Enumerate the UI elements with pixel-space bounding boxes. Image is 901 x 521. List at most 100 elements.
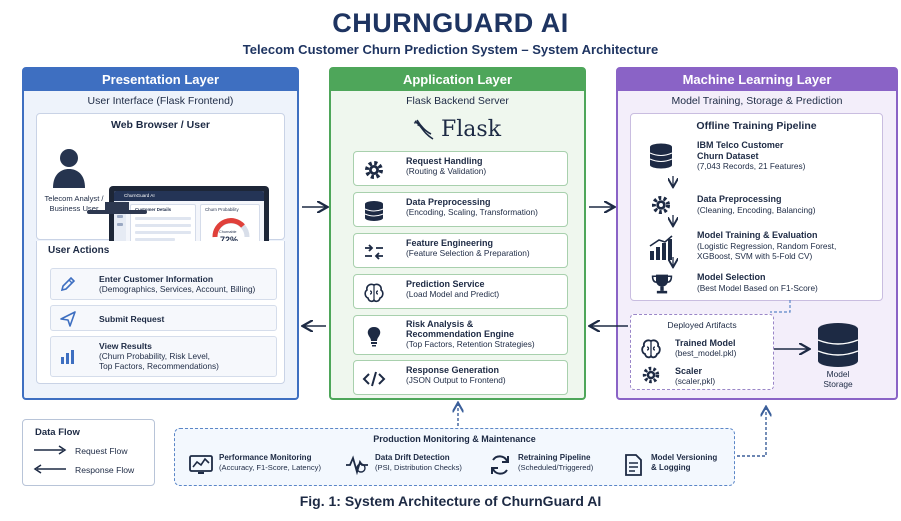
monitor-performance: Performance Monitoring(Accuracy, F1-Scor…	[189, 453, 349, 479]
step-title-2: Recommendation Engine	[406, 329, 515, 339]
action-title: Submit Request	[99, 314, 165, 324]
app-step-response-generation: Response Generation(JSON Output to Front…	[353, 360, 568, 395]
document-icon	[625, 454, 642, 476]
monitor-detail: & Logging	[651, 463, 691, 472]
gear-icon	[651, 195, 671, 215]
artifact-detail: (best_model.pkl)	[675, 348, 737, 358]
data-flow-legend: Data Flow Request Flow Response Flow	[22, 419, 155, 486]
lightbulb-icon	[367, 327, 381, 347]
flask-logo-text: Flask	[441, 117, 502, 142]
pipeline-detail-2: XGBoost, SVM with 5-Fold CV)	[697, 251, 813, 261]
action-detail: (Demographics, Services, Account, Billin…	[99, 284, 256, 294]
user-label: Telecom Analyst / Business User	[44, 194, 104, 213]
model-storage-icon	[817, 323, 859, 367]
database-icon	[364, 201, 384, 221]
churn-probability-title: Churn Probability	[205, 207, 239, 212]
step-title: Request Handling	[406, 156, 483, 166]
monitor-detail: (Accuracy, F1-Score, Latency)	[219, 463, 321, 472]
action-submit-request[interactable]: Submit Request	[50, 305, 277, 331]
model-storage-label: Model Storage	[823, 369, 853, 389]
code-icon	[362, 371, 386, 387]
app-step-request-handling: Request Handling(Routing & Validation)	[353, 151, 568, 186]
pipeline-model-selection: Model Selection(Best Model Based on F1-S…	[641, 272, 871, 300]
monitor-detail: (Scheduled/Triggered)	[518, 463, 594, 472]
step-title: Risk Analysis &	[406, 319, 474, 329]
pipeline-title-2: Churn Dataset	[697, 150, 759, 161]
action-enter-customer-info[interactable]: Enter Customer Information (Demographics…	[50, 268, 277, 300]
web-browser-title: Web Browser / User	[110, 119, 210, 131]
presentation-layer-subheading: User Interface (Flask Frontend)	[87, 95, 234, 107]
user-icon	[53, 149, 85, 188]
gauge-value: 72%	[220, 235, 239, 245]
gear-icon	[365, 161, 383, 179]
trophy-icon	[651, 274, 673, 294]
step-title: Prediction Service	[406, 279, 485, 289]
legend-request: Request Flow	[75, 446, 128, 456]
step-detail: (JSON Output to Frontend)	[406, 375, 506, 385]
monitor-base	[87, 210, 147, 214]
pipeline-training: Model Training & Evaluation(Logistic Reg…	[641, 230, 871, 264]
ml-layer-subheading: Model Training, Storage & Prediction	[671, 95, 843, 107]
gauge-icon	[212, 218, 250, 238]
action-detail-2: Top Factors, Recommendations)	[99, 361, 219, 371]
pipeline-title: Model Selection	[697, 272, 766, 282]
drift-icon	[346, 455, 368, 476]
application-layer: Application Layer Flask Backend Server F…	[329, 67, 586, 400]
app-step-feature-engineering: Feature Engineering(Feature Selection & …	[353, 233, 568, 268]
monitor-title: Model Versioning	[651, 453, 718, 462]
send-icon	[60, 311, 76, 327]
step-detail: (Top Factors, Retention Strategies)	[406, 339, 535, 349]
screen-app-name: ChurnGuard AI	[114, 191, 264, 201]
action-detail: (Churn Probability, Risk Level,	[99, 351, 210, 361]
action-view-results[interactable]: View Results (Churn Probability, Risk Le…	[50, 336, 277, 377]
monitor-stand	[105, 202, 129, 211]
artifact-trained-model: Trained Model(best_model.pkl)	[675, 338, 736, 358]
monitoring-to-ml-arrow	[737, 408, 766, 457]
step-detail: (Encoding, Scaling, Transformation)	[406, 207, 538, 217]
legend-response: Response Flow	[75, 465, 135, 475]
step-title: Feature Engineering	[406, 238, 494, 248]
step-detail: (Routing & Validation)	[406, 166, 487, 176]
bar-chart-icon	[61, 350, 74, 364]
growth-chart-icon	[649, 235, 673, 260]
application-layer-heading: Application Layer	[331, 69, 584, 91]
user-actions-heading: User Actions	[48, 245, 110, 256]
pencil-icon	[60, 276, 76, 292]
production-monitoring-panel: Production Monitoring & Maintenance Perf…	[174, 428, 735, 486]
request-arrow-icon	[34, 445, 67, 455]
pipeline-detail: (Logistic Regression, Random Forest,	[697, 240, 837, 251]
presentation-layer: Presentation Layer User Interface (Flask…	[22, 67, 299, 400]
training-pipeline-panel: Offline Training Pipeline IBM Telco Cust…	[630, 113, 883, 301]
flask-logo-icon	[413, 119, 434, 140]
deployed-artifacts-panel: Deployed Artifacts Trained Model(best_mo…	[630, 314, 774, 390]
action-title: Enter Customer Information	[99, 274, 214, 284]
monitor-data-drift: Data Drift Detection(PSI, Distribution C…	[345, 453, 485, 479]
step-detail: (Feature Selection & Preparation)	[406, 248, 530, 258]
pipeline-detail: (Cleaning, Encoding, Balancing)	[697, 204, 816, 215]
ml-layer-heading: Machine Learning Layer	[618, 69, 896, 91]
diagram-subtitle: Telecom Customer Churn Prediction System…	[242, 42, 659, 57]
diagram-title: CHURNGUARD AI	[332, 8, 569, 38]
refresh-icon	[491, 455, 509, 475]
monitoring-title: Production Monitoring & Maintenance	[373, 434, 536, 444]
pipeline-title: IBM Telco Customer	[697, 140, 784, 150]
action-title: View Results	[99, 341, 152, 351]
pipeline-title: Data Preprocessing	[697, 194, 782, 204]
ml-layer: Machine Learning Layer Model Training, S…	[616, 67, 898, 400]
legend-title: Data Flow	[35, 427, 80, 438]
database-icon	[649, 143, 673, 169]
app-step-prediction-service: Prediction Service(Load Model and Predic…	[353, 274, 568, 309]
web-browser-panel: Web Browser / User Telecom Analyst / Bus…	[36, 113, 285, 274]
gauge-label: Churnable	[219, 230, 237, 234]
figure-caption: Fig. 1: System Architecture of ChurnGuar…	[299, 493, 602, 509]
pipeline-preprocessing: Data Preprocessing(Cleaning, Encoding, B…	[641, 194, 871, 222]
monitor-detail: (PSI, Distribution Checks)	[375, 463, 462, 472]
monitor-retraining: Retraining Pipeline(Scheduled/Triggered)	[488, 453, 608, 479]
pipeline-detail: (7,043 Records, 21 Features)	[697, 161, 806, 171]
deployed-artifacts-title: Deployed Artifacts	[667, 320, 737, 330]
step-detail: (Load Model and Predict)	[406, 289, 500, 299]
monitor-versioning: Model Versioning& Logging	[621, 453, 731, 479]
artifact-detail: (scaler,pkl)	[675, 376, 716, 386]
brain-icon	[364, 283, 384, 303]
